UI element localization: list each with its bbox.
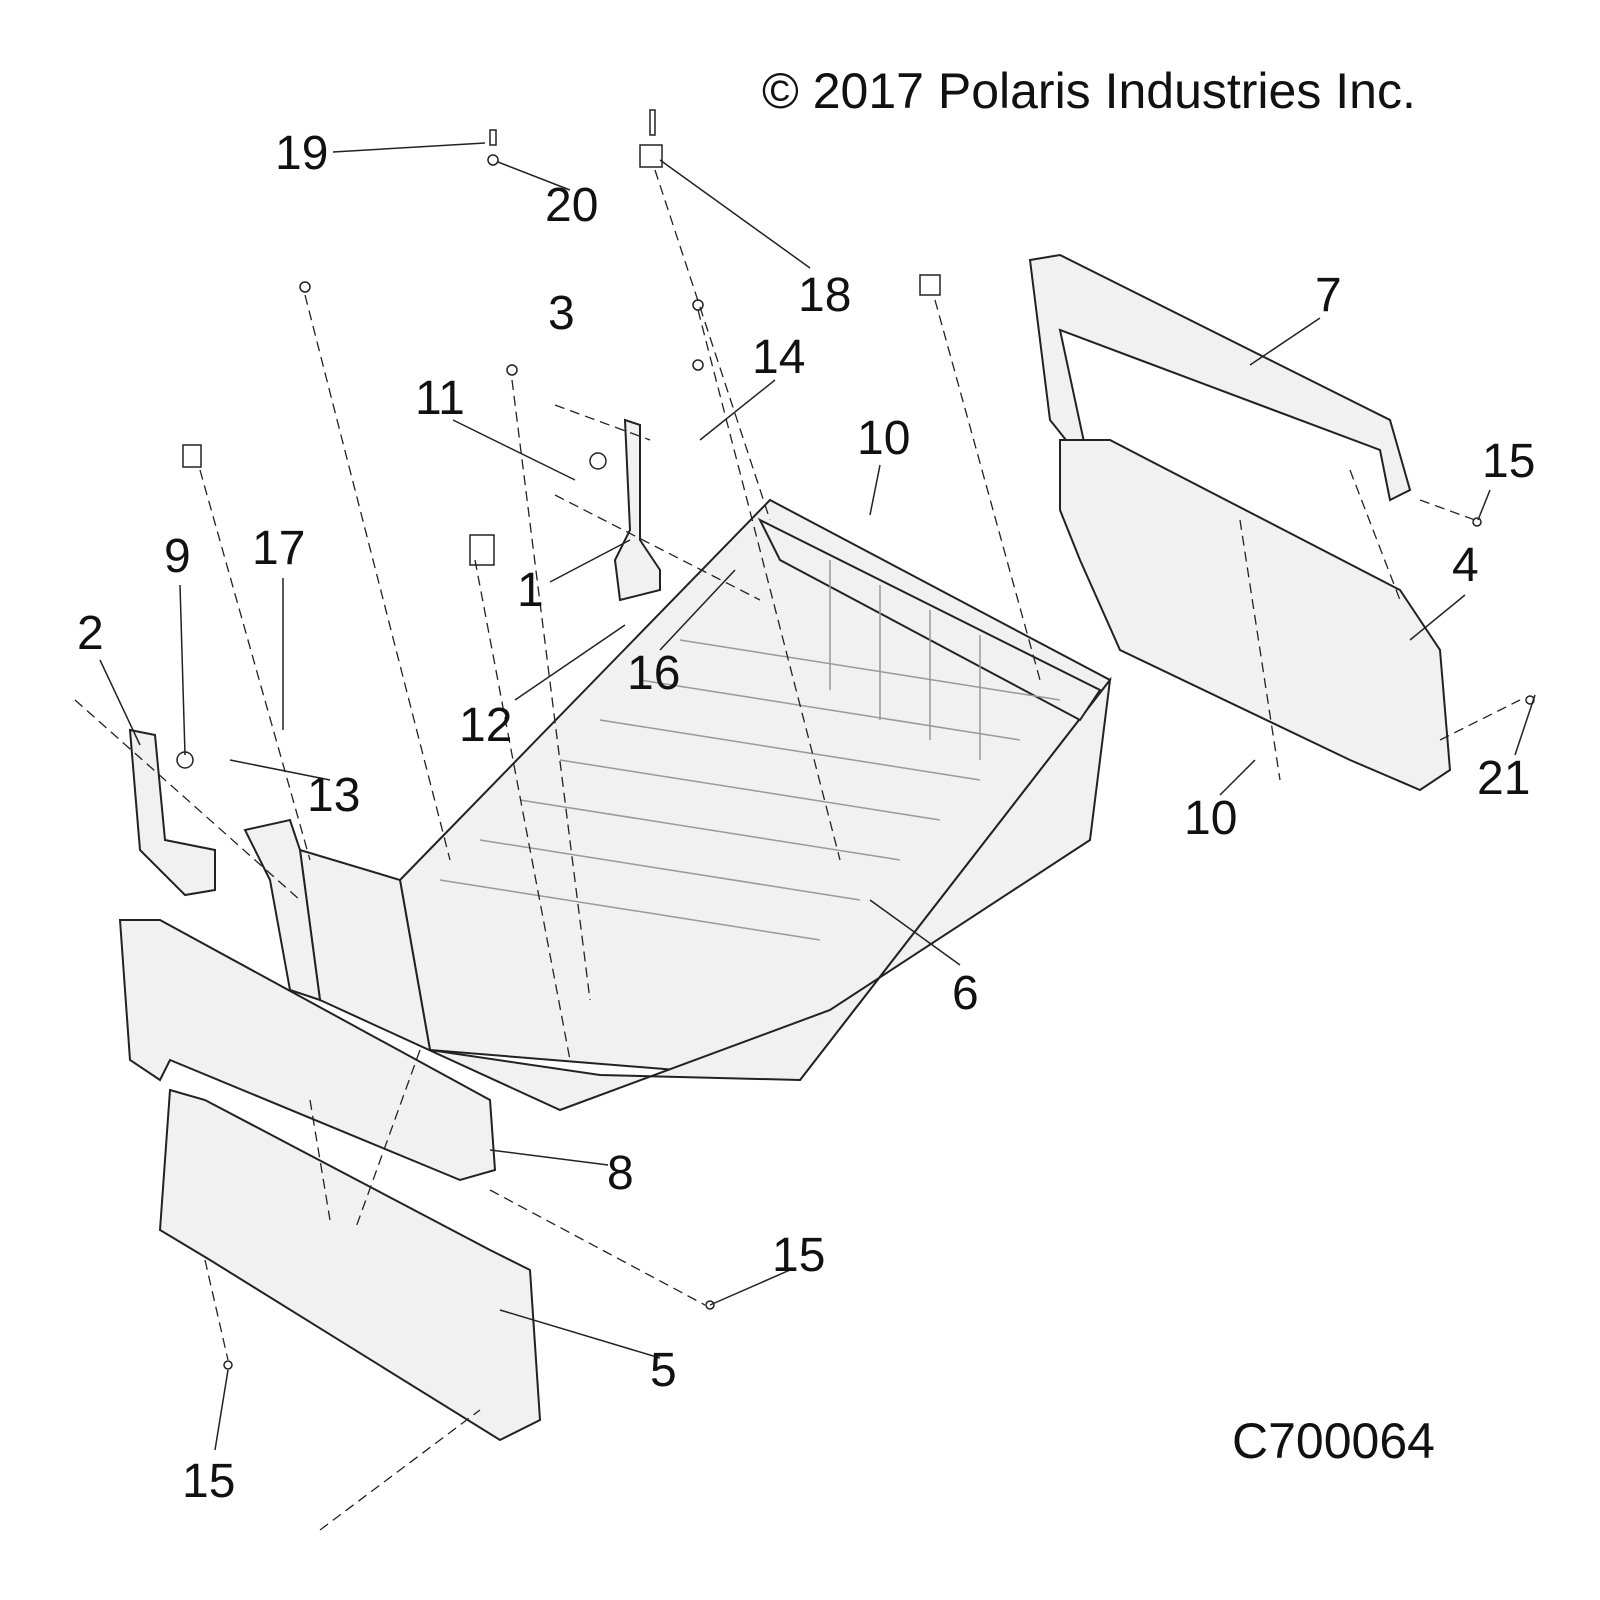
rail-part-8 — [118, 919, 497, 1182]
callout-9: 9 — [164, 530, 191, 583]
callout-1: 1 — [517, 564, 544, 617]
cargo-box-part-6 — [298, 498, 1112, 1112]
rail-part-5 — [158, 1088, 542, 1442]
callout-15-middle: 15 — [772, 1229, 826, 1282]
assembly-lines — [74, 169, 1521, 1531]
callout-4: 4 — [1452, 539, 1479, 592]
callout-15: 15 — [1482, 435, 1536, 488]
rail-part-left-inner — [243, 818, 322, 1002]
callout-21: 21 — [1477, 752, 1531, 805]
diagram-code: C700064 — [1232, 1413, 1435, 1469]
callout-18: 18 — [798, 269, 852, 322]
callout-6: 6 — [952, 967, 979, 1020]
callout-12: 12 — [459, 699, 513, 752]
callout-3: 3 — [548, 287, 575, 340]
leader-lines — [99, 142, 1536, 1451]
callout-8: 8 — [607, 1147, 634, 1200]
callout-13: 13 — [307, 769, 361, 822]
callout-15-bottom: 15 — [182, 1455, 236, 1508]
bracket-part-2 — [128, 728, 216, 897]
callout-2: 2 — [77, 607, 104, 660]
callout-5: 5 — [650, 1344, 677, 1397]
rail-part-7 — [1028, 253, 1412, 502]
bracket-part-1 — [613, 418, 661, 602]
callout-19: 19 — [275, 127, 329, 180]
callout-7: 7 — [1315, 269, 1342, 322]
callout-17: 17 — [252, 522, 306, 575]
copyright-notice: © 2017 Polaris Industries Inc. — [762, 63, 1416, 119]
callout-10-lower: 10 — [1184, 792, 1238, 845]
callout-11: 11 — [415, 372, 465, 425]
callout-20: 20 — [545, 179, 599, 232]
callout-10: 10 — [857, 412, 911, 465]
callout-14: 14 — [752, 331, 806, 384]
callout-16: 16 — [627, 647, 681, 700]
